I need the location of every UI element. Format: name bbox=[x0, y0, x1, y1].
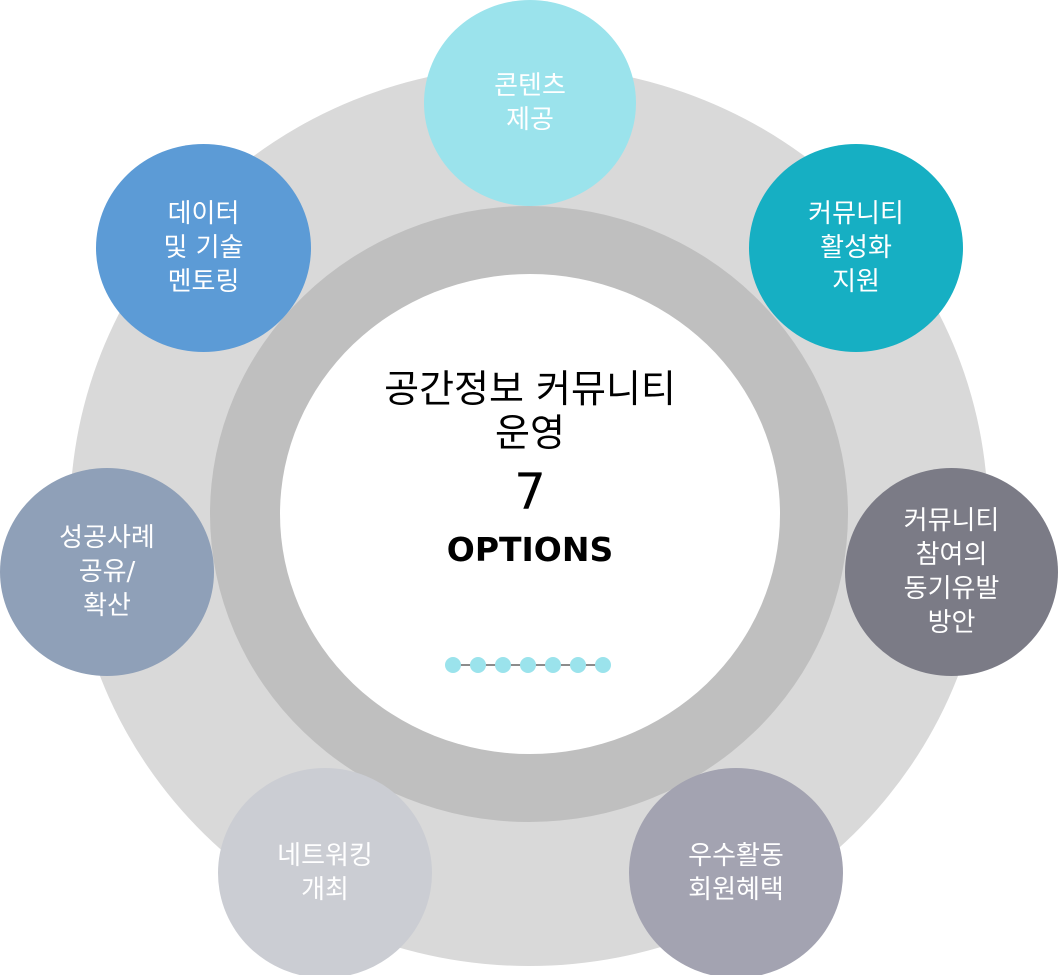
node-motivation-line-3: 동기유발 bbox=[903, 574, 1000, 604]
decoration-dot bbox=[470, 657, 486, 673]
node-mentoring-line-1: 데이터 bbox=[167, 199, 240, 229]
node-data-tech-mentoring: 데이터 및 기술 멘토링 bbox=[96, 144, 311, 352]
center-title-line-1: 공간정보 커뮤니티 bbox=[384, 367, 676, 411]
node-benefits-line-2: 회원혜택 bbox=[688, 875, 784, 905]
node-mentoring-line-3: 멘토링 bbox=[167, 267, 240, 297]
decoration-dot bbox=[570, 657, 586, 673]
node-mentoring-line-2: 및 기술 bbox=[163, 233, 244, 263]
node-networking-event: 네트워킹 개최 bbox=[218, 768, 432, 975]
node-success-sharing: 성공사례 공유/ 확산 bbox=[0, 468, 214, 676]
node-participation-motivation: 커뮤니티 참여의 동기유발 방안 bbox=[845, 468, 1058, 676]
node-content-line-1: 콘텐츠 bbox=[494, 71, 566, 101]
center-number: 7 bbox=[514, 463, 546, 521]
decoration-dot bbox=[595, 657, 611, 673]
decoration-dot bbox=[495, 657, 511, 673]
node-sharing-line-1: 성공사례 bbox=[59, 523, 155, 553]
node-activation-line-2: 활성화 bbox=[820, 233, 892, 263]
decoration-dot bbox=[520, 657, 536, 673]
node-content-provision: 콘텐츠 제공 bbox=[424, 0, 636, 206]
node-networking-line-2: 개최 bbox=[301, 875, 349, 905]
node-member-benefits: 우수활동 회원혜택 bbox=[629, 768, 843, 975]
node-motivation-line-4: 방안 bbox=[927, 608, 976, 638]
center-title-line-2: 운영 bbox=[495, 411, 565, 455]
node-motivation-line-1: 커뮤니티 bbox=[903, 506, 1000, 536]
node-activation-line-3: 지원 bbox=[832, 267, 880, 297]
decoration-dot bbox=[545, 657, 561, 673]
node-activation-line-1: 커뮤니티 bbox=[808, 199, 904, 229]
node-sharing-line-3: 확산 bbox=[83, 591, 131, 621]
node-community-activation: 커뮤니티 활성화 지원 bbox=[749, 144, 963, 352]
center-circle bbox=[280, 274, 780, 754]
node-content-line-2: 제공 bbox=[506, 105, 554, 135]
dots-decoration bbox=[445, 657, 611, 673]
node-sharing-line-2: 공유/ bbox=[78, 557, 136, 587]
node-networking-line-1: 네트워킹 bbox=[277, 841, 373, 871]
node-motivation-line-2: 참여의 bbox=[915, 540, 988, 570]
decoration-dot bbox=[445, 657, 461, 673]
center-options-label: OPTIONS bbox=[446, 530, 614, 569]
node-benefits-line-1: 우수활동 bbox=[688, 841, 784, 871]
